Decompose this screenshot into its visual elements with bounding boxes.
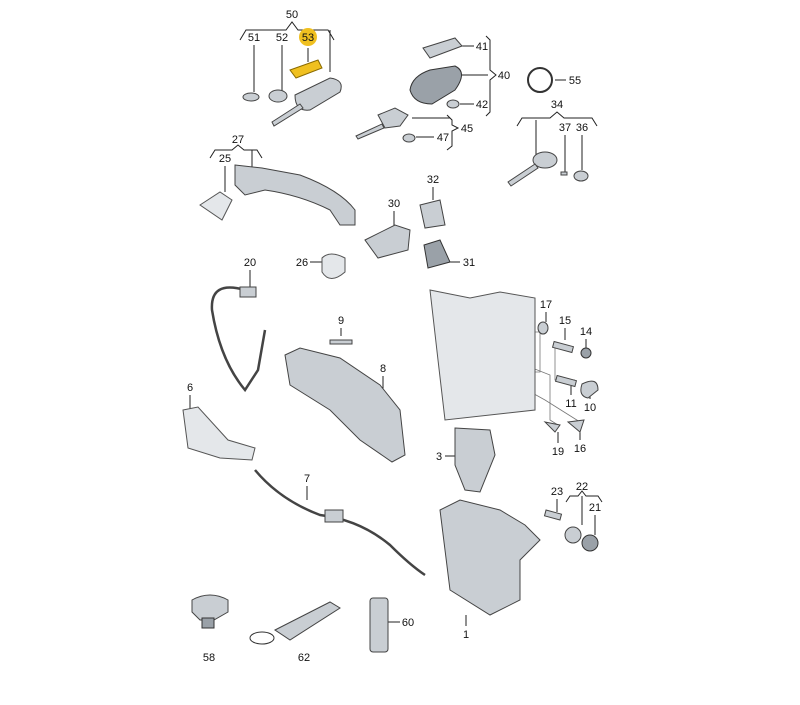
label-14: 14 [580, 326, 592, 338]
door-panel [429, 289, 536, 421]
label-34: 34 [551, 99, 563, 111]
key-40 [355, 37, 553, 143]
label-7: 7 [304, 473, 310, 485]
label-6: 6 [187, 382, 193, 394]
bracket-40 [485, 35, 497, 117]
label-10: 10 [584, 402, 596, 414]
door-handle [199, 164, 451, 279]
part-labels: 50 51 52 53 41 40 55 42 45 47 34 37 36 2… [187, 9, 601, 664]
label-1: 1 [463, 629, 469, 641]
label-60: 60 [402, 617, 414, 629]
label-17: 17 [540, 299, 552, 311]
highlight-53 [299, 28, 317, 46]
label-31: 31 [463, 257, 475, 269]
cable-7 [254, 469, 426, 577]
label-53: 53 [302, 32, 314, 44]
cable-20 [210, 286, 267, 393]
label-20: 20 [244, 257, 256, 269]
bracket-27 [209, 144, 263, 159]
label-51: 51 [248, 32, 260, 44]
label-32: 32 [427, 174, 439, 186]
label-15: 15 [559, 315, 571, 327]
label-47: 47 [437, 132, 449, 144]
label-3: 3 [436, 451, 442, 463]
label-58: 58 [203, 652, 215, 664]
fasteners [537, 321, 599, 433]
label-22: 22 [576, 481, 588, 493]
handle-carrier-8 [284, 339, 406, 463]
label-55: 55 [569, 75, 581, 87]
label-45: 45 [461, 123, 473, 135]
label-30: 30 [388, 198, 400, 210]
bracket-3 [454, 427, 496, 493]
label-40: 40 [498, 70, 510, 82]
label-36: 36 [576, 122, 588, 134]
label-19: 19 [552, 446, 564, 458]
label-25: 25 [219, 153, 231, 165]
label-8: 8 [380, 363, 386, 375]
misc-parts [191, 594, 389, 653]
label-21: 21 [589, 502, 601, 514]
bracket-34 [516, 111, 598, 127]
label-26: 26 [296, 257, 308, 269]
bracket-22 [565, 490, 603, 503]
label-52: 52 [276, 32, 288, 44]
label-62: 62 [298, 652, 310, 664]
label-37: 37 [559, 122, 571, 134]
bracket-45 [446, 114, 460, 151]
label-27: 27 [232, 134, 244, 146]
key-50 [242, 59, 342, 127]
label-23: 23 [551, 486, 563, 498]
label-41: 41 [476, 41, 488, 53]
door-lock-1 [439, 499, 599, 616]
key-34 [507, 151, 589, 187]
label-50: 50 [286, 9, 298, 21]
label-9: 9 [338, 315, 344, 327]
label-11: 11 [565, 398, 576, 410]
inner-handle-6 [182, 406, 256, 461]
label-16: 16 [574, 443, 586, 455]
label-42: 42 [476, 99, 488, 111]
bracket-50 [239, 21, 335, 41]
